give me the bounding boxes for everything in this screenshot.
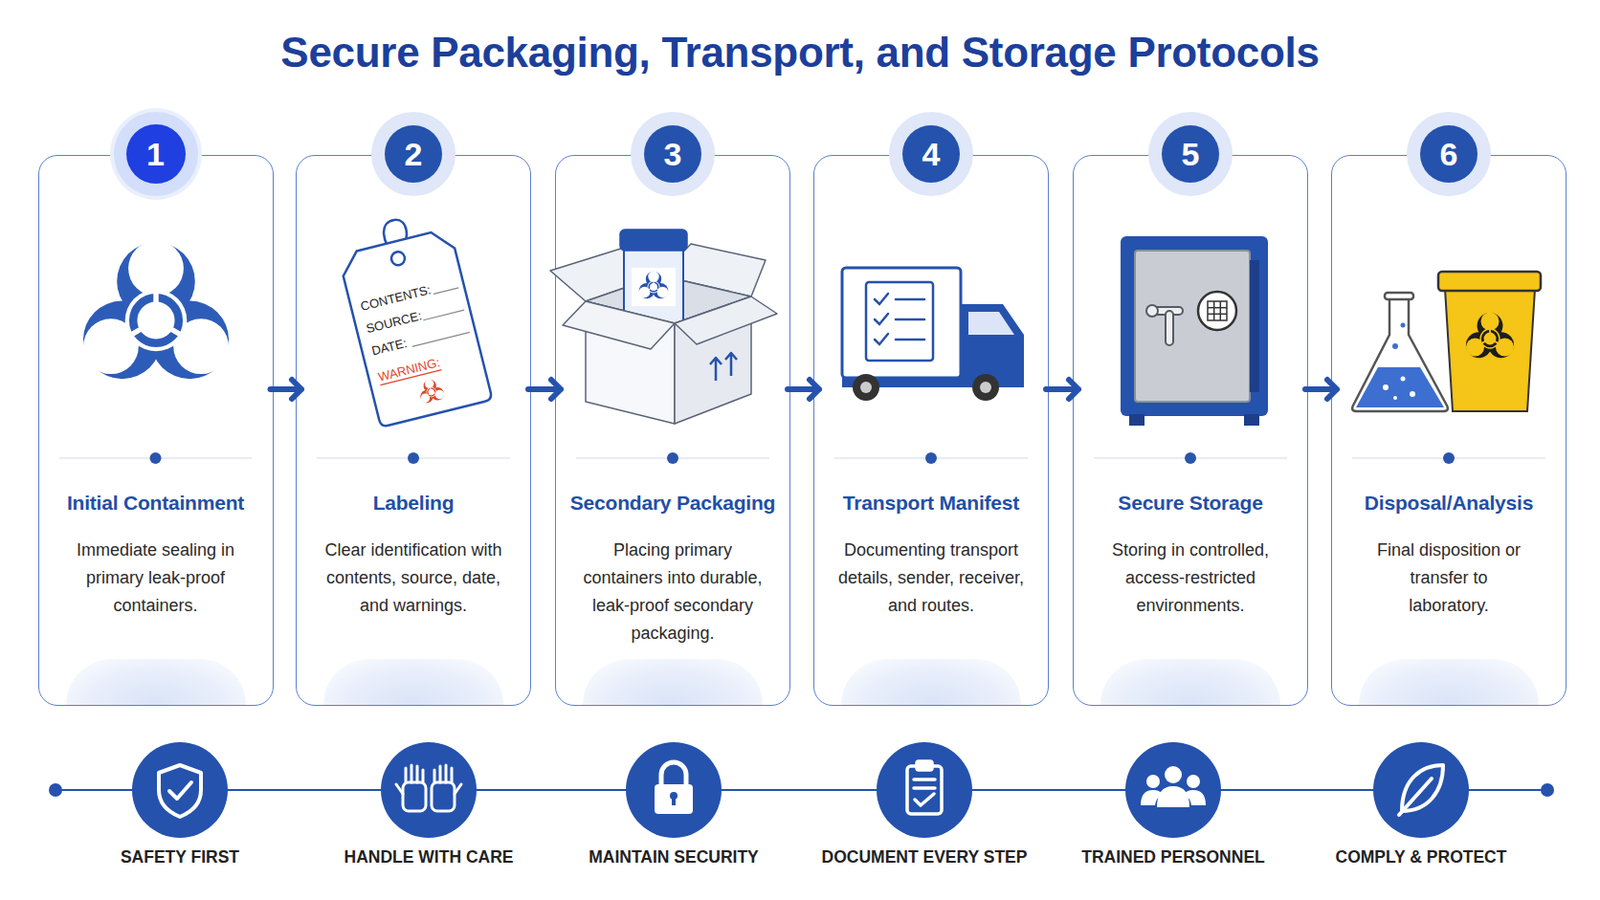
- principle-label: SAFETY FIRST: [55, 846, 305, 868]
- step-number-circle: 3: [630, 111, 715, 197]
- principle-label: MAINTAIN SECURITY: [549, 846, 799, 868]
- principle-label: COMPLY & PROTECT: [1296, 846, 1546, 868]
- step-description: Storing in controlled, access-restricted…: [1094, 536, 1287, 621]
- step-description: Placing primary containers into durable,…: [575, 536, 771, 648]
- flow-arrow: [270, 379, 303, 400]
- step-number-circle: 6: [1406, 111, 1491, 197]
- step-number-circle: 1: [113, 111, 199, 197]
- callout-number: 3: [644, 125, 702, 183]
- timeline-line: [48, 783, 1555, 798]
- tag-field-text: SOURCE:: [364, 308, 423, 336]
- flow-arrow: [1305, 379, 1337, 400]
- gloves-icon: [396, 765, 462, 812]
- principle-label: TRAINED PERSONNEL: [1048, 846, 1298, 868]
- leaf-icon: [1399, 765, 1444, 816]
- step-heading: Disposal/Analysis: [1332, 490, 1566, 516]
- card-glow: [1358, 659, 1539, 706]
- step-card: LabelingClear identification with conten…: [295, 155, 532, 707]
- step-description: Clear identification with contents, sour…: [318, 536, 509, 621]
- card-glow: [66, 659, 246, 706]
- principle-label: HANDLE WITH CARE: [304, 846, 554, 868]
- step-card: Disposal/AnalysisFinal disposition or tr…: [1331, 155, 1567, 707]
- card-glow: [582, 659, 763, 706]
- step-card: Transport ManifestDocumenting transport …: [813, 155, 1049, 707]
- step-card: Initial ContainmentImmediate sealing in …: [38, 155, 274, 707]
- step-heading: Labeling: [296, 490, 531, 516]
- step-heading: Initial Containment: [39, 490, 273, 516]
- step-number-circle: 4: [888, 111, 974, 197]
- principle-circles: [132, 742, 1469, 839]
- padlock-icon: [654, 762, 693, 815]
- step-card: Secondary PackagingPlacing primary conta…: [555, 155, 791, 707]
- step-description: Final disposition or transfer to laborat…: [1370, 536, 1528, 621]
- step-heading: Transport Manifest: [814, 490, 1048, 516]
- callout-number: 6: [1420, 125, 1478, 183]
- clipboard-icon: [907, 761, 942, 815]
- step-card: Secure StorageStoring in controlled, acc…: [1072, 155, 1309, 707]
- tag-field-text: DATE:: [370, 335, 409, 359]
- tag-field-text: CONTENTS:: [358, 282, 433, 314]
- flow-arrow: [1045, 379, 1079, 400]
- callout-number: 1: [126, 124, 186, 184]
- card-dividers: [59, 457, 1546, 460]
- diagram-title: Secure Packaging, Transport, and Storage…: [0, 28, 1600, 77]
- flow-arrow: [528, 379, 561, 400]
- step-heading: Secure Storage: [1073, 490, 1308, 516]
- card-glow: [1100, 659, 1281, 706]
- principle-label: DOCUMENT EVERY STEP: [800, 846, 1049, 868]
- tag-warning-text: WARNING:: [377, 355, 443, 385]
- step-number-circle: 5: [1148, 111, 1233, 197]
- callout-number: 5: [1161, 125, 1220, 183]
- shield-icon: [158, 765, 201, 818]
- card-glow: [841, 659, 1022, 706]
- flow-arrow: [787, 379, 820, 400]
- step-description: Immediate sealing in primary leak-proof …: [61, 536, 251, 621]
- people-icon: [1140, 766, 1206, 808]
- step-heading: Secondary Packaging: [555, 490, 790, 516]
- step-description: Documenting transport details, sender, r…: [833, 536, 1029, 621]
- callout-number: 4: [902, 125, 960, 183]
- callout-number: 2: [384, 125, 443, 183]
- step-number-circle: 2: [371, 111, 456, 197]
- card-glow: [323, 659, 504, 706]
